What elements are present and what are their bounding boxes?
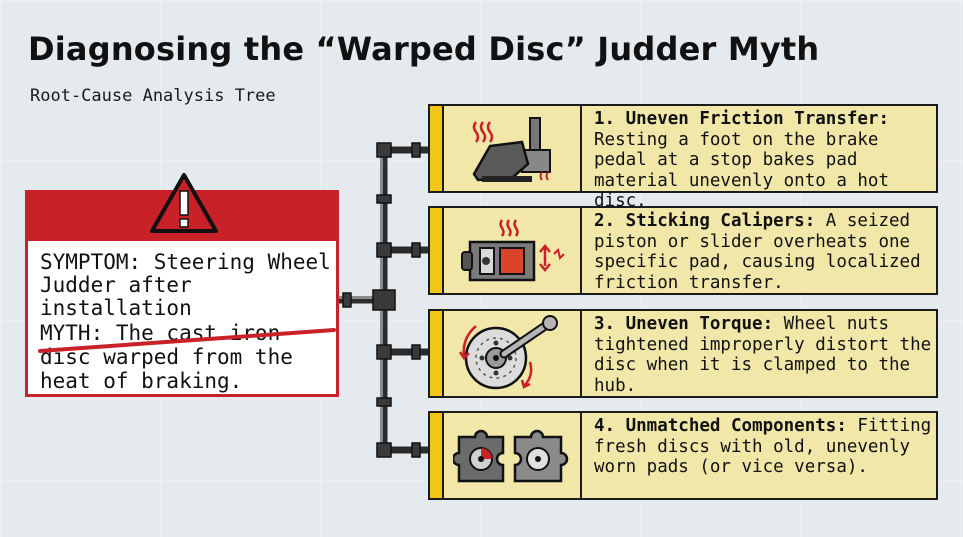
diagram-subtitle: Root-Cause Analysis Tree: [30, 86, 276, 106]
cause-text: 2. Sticking Calipers: A seized piston or…: [594, 211, 934, 293]
brake-pedal-icon: [444, 106, 582, 191]
cause-card-3: 3. Uneven Torque: Wheel nuts tightened i…: [428, 309, 938, 398]
cause-heading: 1. Uneven Friction Transfer:: [594, 109, 890, 129]
cause-card-4: 4. Unmatched Components: Fitting fresh d…: [428, 411, 938, 500]
cause-body: A seized piston or slider overheats one …: [594, 211, 921, 293]
cause-text: 1. Uneven Friction Transfer: Resting a f…: [594, 109, 934, 212]
puzzle-icon: [444, 413, 582, 498]
cause-accent-bar: [430, 311, 444, 396]
myth-text: MYTH: The cast iron disc warped from the…: [40, 321, 293, 393]
cause-accent-bar: [430, 106, 444, 191]
cause-text: 4. Unmatched Components: Fitting fresh d…: [594, 416, 934, 478]
cause-card-2: 2. Sticking Calipers: A seized piston or…: [428, 206, 938, 295]
wrench-disc-icon: [444, 311, 582, 396]
cause-body: Resting a foot on the brake pedal at a s…: [594, 129, 890, 212]
symptom-text: SYMPTOM: Steering Wheel Judder after ins…: [40, 250, 331, 320]
symptom-box: SYMPTOM: Steering Wheel Judder after ins…: [25, 173, 339, 397]
cause-body: Fitting fresh discs with old, unevenly w…: [594, 416, 932, 477]
cause-accent-bar: [430, 413, 444, 498]
cause-heading: 4. Unmatched Components:: [594, 416, 847, 436]
caliper-icon: [444, 208, 582, 293]
cause-accent-bar: [430, 208, 444, 293]
cause-heading: 2. Sticking Calipers:: [594, 211, 816, 231]
cause-card-1: 1. Uneven Friction Transfer: Resting a f…: [428, 104, 938, 211]
cause-body: Wheel nuts tightened improperly distort …: [594, 314, 932, 396]
diagram-title: Diagnosing the “Warped Disc” Judder Myth: [28, 30, 820, 68]
warning-icon: [150, 173, 218, 233]
cause-text: 3. Uneven Torque: Wheel nuts tightened i…: [594, 314, 934, 396]
cause-heading: 3. Uneven Torque:: [594, 314, 774, 334]
